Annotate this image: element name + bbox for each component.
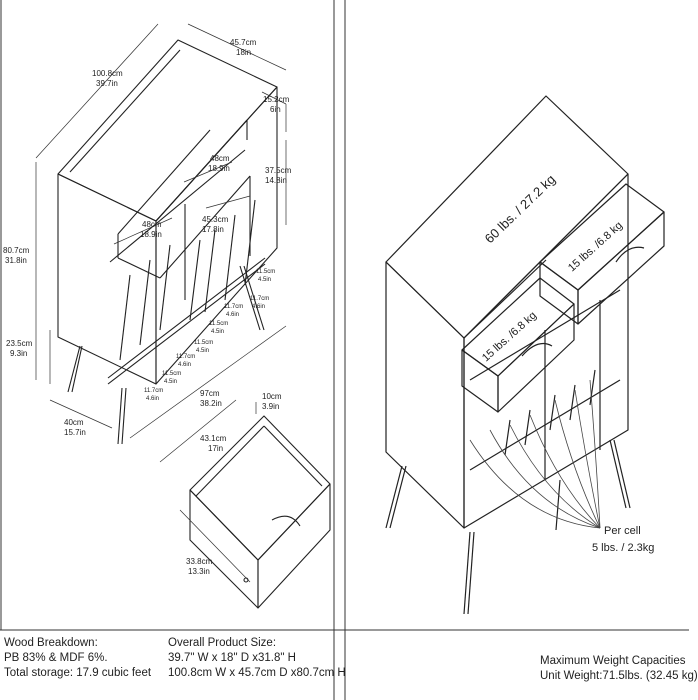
dim-divider: 4.5in [211,329,224,335]
dim-total-height-cm: 80.7cm [3,246,30,255]
dim-top-width-cm: 100.8cm [92,69,123,78]
dim-total-height-in: 31.8in [5,256,27,265]
drawer-dimension-labels: 10cm 3.9in 43.1cm 17in 33.8cm 13.3in [186,392,282,576]
wood-title: Wood Breakdown: [4,637,98,649]
dim-bottom-width-in: 38.2in [200,399,222,408]
dim-leg-depth-in: 15.7in [64,428,86,437]
drawer-dimension-lines [159,399,257,583]
right-cabinet-drawing [385,95,665,615]
dim-divider: 4.6in [226,312,239,318]
weight-info: Maximum Weight Capacities Unit Weight:71… [540,654,698,684]
dim-divider: 4.6in [252,304,265,310]
dim-drawer-detail-height-in: 3.9in [262,402,279,411]
dim-divider: 11.5cm [209,321,228,327]
dim-divider: 11.5cm [194,340,213,346]
dim-drawer-detail-width-in: 17in [208,444,223,453]
size-inches: 39.7" W x 18" D x31.8" H [168,652,296,664]
dim-drawer-detail-height-cm: 10cm [262,392,282,401]
dim-leg-depth-cm: 40cm [64,418,84,427]
dim-bottom-width-cm: 97cm [200,389,220,398]
left-cabinet-drawing [57,39,278,445]
dim-drawer-height-cm: 37.5cm [265,166,292,175]
dim-divider: 11.5cm [256,269,275,275]
dim-drawer-detail-width-cm: 43.1cm [200,434,227,443]
dim-drawer-detail-depth-in: 13.3in [188,567,210,576]
size-cm: 100.8cm W x 45.7cm D x80.7cm H [168,667,346,679]
dim-divider: 11.7cm [144,388,163,394]
dim-depth-in: 18in [236,48,251,57]
dim-divider: 11.7cm [250,296,269,302]
dim-drawer-top-in: 18.9in [208,164,230,173]
dim-top-width-in: 39.7in [96,79,118,88]
dim-divider: 4.5in [164,379,177,385]
weight-value: Unit Weight:71.5lbs. (32.45 kg) [540,670,698,682]
dim-divider: 4.6in [178,362,191,368]
dim-divider: 11.7cm [224,304,243,310]
drawer-detail-drawing [189,415,331,609]
dim-drawer-detail-depth-cm: 33.8cm [186,557,213,566]
dim-divider: 11.7cm [176,354,195,360]
dim-drawer-left-cm: 48cm [142,220,162,229]
capacity-top: 60 lbs. / 27.2 kg [482,172,558,247]
wood-info: Wood Breakdown: PB 83% & MDF 6%. Total s… [4,636,151,681]
dim-top-shelf-in: 6in [270,105,281,114]
dim-drawer-depth-in: 17.8in [202,225,224,234]
dim-leg-height-cm: 23.5cm [6,339,33,348]
dim-drawer-height-in: 14.8in [265,176,287,185]
total-storage: Total storage: 17.9 cubic feet [4,667,152,679]
dim-leg-height-in: 9.3in [10,349,27,358]
dim-drawer-top-cm: 48cm [210,154,230,163]
per-cell-arcs [469,379,601,529]
per-cell-label: Per cell [604,525,641,537]
left-dimension-lines [35,23,287,439]
wood-value: PB 83% & MDF 6%. [4,652,108,664]
size-info: Overall Product Size: 39.7" W x 18" D x3… [168,636,346,681]
dim-drawer-depth-cm: 45.3cm [202,215,229,224]
dim-top-shelf-cm: 15.2cm [263,95,290,104]
size-title: Overall Product Size: [168,637,277,649]
left-dimension-labels: 100.8cm 39.7in 45.7cm 18in 15.2cm 6in 48… [3,38,292,437]
weight-title: Maximum Weight Capacities [540,655,686,667]
dim-divider: 4.5in [258,277,271,283]
per-cell-value: 5 lbs. / 2.3kg [592,542,654,554]
dim-divider: 4.6in [146,396,159,402]
dim-divider: 11.5cm [162,371,181,377]
dim-depth-cm: 45.7cm [230,38,257,47]
dim-drawer-left-in: 18.9in [140,230,162,239]
dim-divider: 4.5in [196,348,209,354]
